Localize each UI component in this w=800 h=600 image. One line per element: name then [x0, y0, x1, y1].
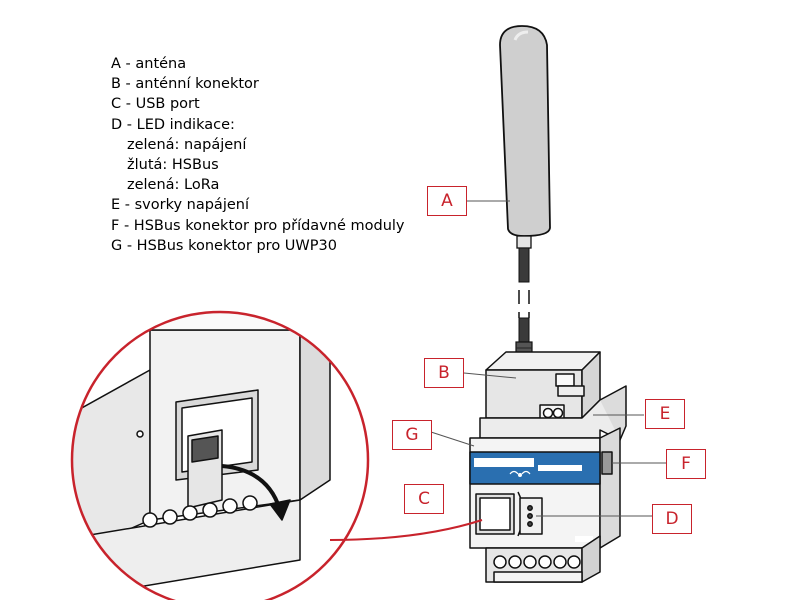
usb-leader-curve	[329, 519, 483, 541]
callout-a: A	[427, 186, 467, 216]
legend: A - anténa B - anténní konektor C - USB po…	[111, 54, 405, 256]
callout-d: D	[652, 504, 692, 534]
legend-item: zelená: LoRa	[127, 177, 220, 194]
legend-item: C - USB port	[111, 96, 200, 113]
callout-e: E	[645, 399, 685, 429]
magnified-detail	[70, 310, 370, 600]
callout-b: B	[424, 358, 464, 388]
legend-item: B - anténní konektor	[111, 76, 259, 93]
din-module	[469, 351, 627, 583]
callout-c: C	[404, 484, 444, 514]
antenna	[499, 25, 551, 387]
callout-f: F	[666, 449, 706, 479]
callout-g: G	[392, 420, 432, 450]
legend-item: D - LED indikace:	[111, 116, 235, 133]
legend-item: zelená: napájení	[127, 136, 247, 153]
legend-item: E - svorky napájení	[111, 197, 249, 214]
legend-item: G - HSBus konektor pro UWP30	[111, 237, 337, 254]
legend-item: žlutá: HSBus	[127, 157, 219, 174]
legend-item: F - HSBus konektor pro přídavné moduly	[111, 217, 405, 234]
legend-item: A - anténa	[111, 56, 187, 72]
leader-lines	[430, 200, 666, 517]
